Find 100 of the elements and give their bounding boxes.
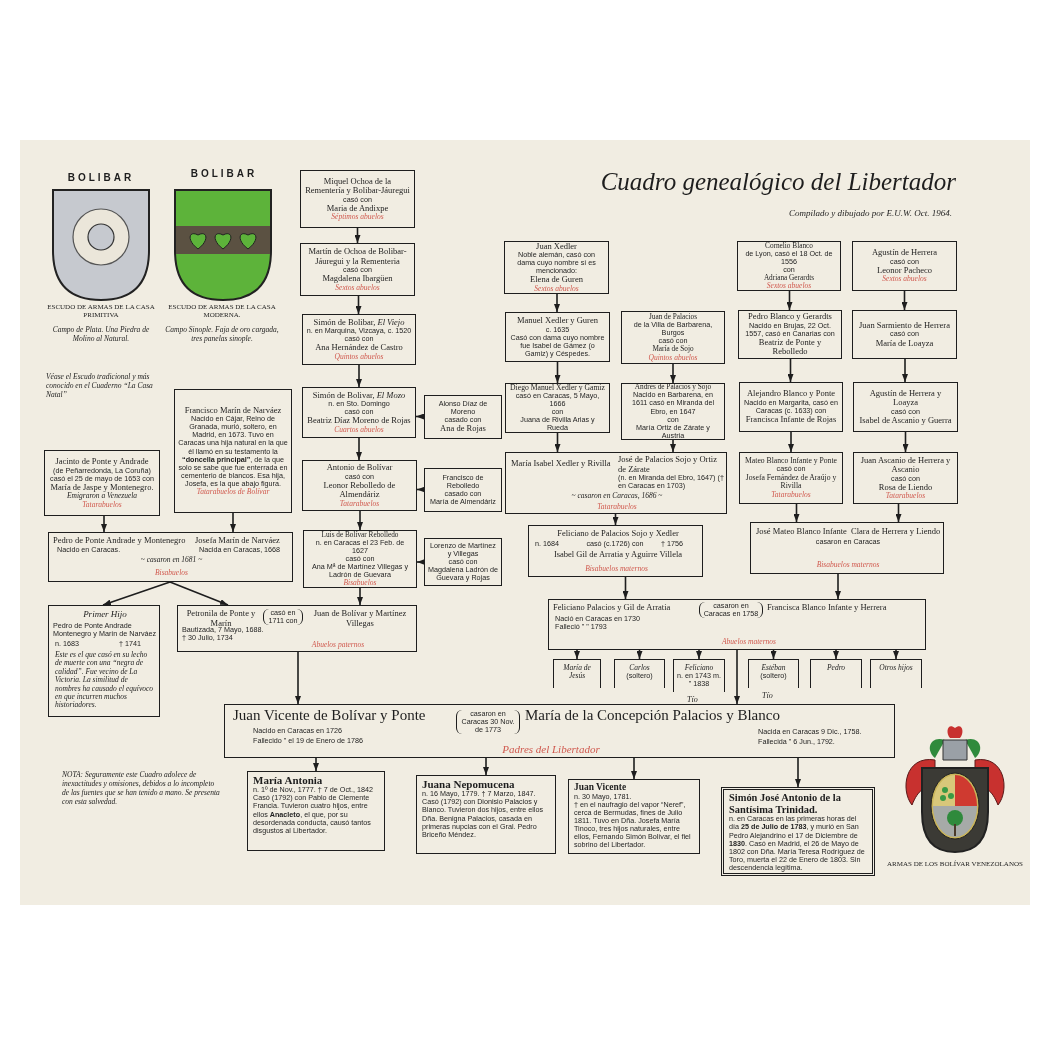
person-box — [721, 787, 875, 876]
arrow — [893, 649, 899, 660]
person-box — [852, 310, 957, 359]
caption-text: Compilado y dibujado por E.U.W. Oct. 1964. — [788, 208, 952, 218]
person-name: María de Loayza — [875, 338, 934, 349]
arrow — [670, 363, 676, 384]
person-name: Simón de Bolibar, El Viejo — [313, 317, 405, 328]
person-name: Leonor Pacheco — [877, 265, 932, 275]
arrow — [554, 361, 561, 384]
arrow — [295, 651, 301, 705]
arrow — [902, 431, 909, 453]
arrow — [793, 503, 800, 523]
person-name: Simón José Antonio de la Santísima Trinidad. — [729, 792, 842, 816]
arrow — [483, 757, 489, 776]
person-box — [739, 452, 843, 504]
arrow — [356, 364, 362, 388]
person-name: Beatriz de Ponte y Rebolledo — [758, 337, 823, 357]
arrow — [101, 515, 107, 533]
person-name: José Mateo Blanco Infante — [756, 527, 848, 537]
person-name: Miquel Ochoa de la Rementería y Bolibar-Jáuregui — [304, 176, 411, 196]
child-box — [673, 659, 725, 692]
person-name: Feliciano de Palacios Sojo y Xedler — [556, 529, 680, 539]
person-name: Antonio de Bolívar — [326, 463, 393, 473]
note-title: Primer Hijo — [82, 609, 128, 620]
arrow — [835, 573, 841, 600]
arrow — [786, 290, 793, 311]
arrow — [102, 581, 171, 606]
person-box — [424, 468, 502, 512]
person-name: Elena de Guren — [530, 275, 583, 285]
arrow — [612, 513, 619, 526]
arrow — [770, 649, 777, 660]
arrow — [895, 503, 902, 523]
person-box — [247, 771, 385, 851]
person-box — [548, 599, 926, 650]
arrow — [670, 439, 676, 453]
arrow — [355, 295, 362, 315]
person-box — [738, 310, 842, 359]
person-name: Pedro Blanco y Gerardts — [748, 312, 832, 322]
person-name: Manuel Xedler y Guren — [517, 316, 598, 326]
arrow — [631, 757, 637, 780]
person-box — [224, 704, 895, 758]
relation-label: Tío — [687, 695, 698, 705]
person-box — [302, 314, 416, 365]
person-name: Juan Vicente de Bolívar y Ponte — [233, 707, 427, 724]
person-box — [739, 382, 843, 432]
arrow — [357, 510, 363, 531]
arrow — [788, 431, 794, 453]
arrow — [356, 437, 362, 461]
arrow — [169, 581, 229, 606]
person-name: María de Jaspe y Montenegro. — [50, 482, 154, 493]
person-name: Juan Xedler — [536, 242, 577, 252]
person-box — [177, 605, 417, 652]
person-box — [300, 243, 415, 296]
person-box — [750, 522, 944, 574]
person-name: Rosa de Liendo — [878, 482, 933, 492]
child-box — [614, 659, 665, 688]
person-box — [48, 605, 160, 717]
person-name: Leonor Rebolledo de Almendáriz — [322, 480, 397, 500]
person-name: Jacinto de Ponte y Andrade — [55, 457, 149, 467]
arrow — [554, 293, 560, 313]
person-name: Feliciano Palacios y Gil de Arratia — [553, 603, 672, 613]
person-name: Martín de Ochoa de Bolibar-Jáuregui y la Rementeria — [307, 247, 408, 266]
arrow — [574, 649, 580, 660]
arrow — [354, 227, 361, 244]
arrow — [357, 587, 363, 606]
person-name: Maria de Andixpe — [326, 203, 389, 214]
arrow — [901, 290, 908, 311]
child-box — [870, 659, 922, 688]
person-box — [504, 241, 609, 294]
person-box — [853, 452, 958, 504]
person-box — [424, 538, 502, 586]
person-box — [852, 241, 957, 291]
person-name: Ana Hernández de Castro — [315, 343, 403, 353]
person-box — [528, 525, 703, 577]
person-name: Pedro de Ponte Andrade y Montenegro — [53, 536, 187, 546]
arrow — [734, 649, 740, 705]
person-name: Josefa Marín de Narváez — [195, 536, 281, 546]
person-box — [505, 383, 610, 433]
person-box — [424, 395, 502, 439]
person-name: Ana de Rojas — [440, 424, 486, 434]
arrow — [902, 358, 908, 383]
person-box — [302, 460, 417, 511]
person-name: Juan Vicente — [574, 782, 627, 793]
person-name: Juana Nepomucena — [422, 778, 515, 791]
person-name: Agustín de Herrera y Loayza — [868, 388, 943, 408]
person-name: María Antonia — [253, 774, 323, 786]
child-box — [810, 659, 862, 688]
person-name: Agustín de Herrera — [871, 248, 938, 258]
person-box — [416, 775, 556, 854]
person-box — [737, 241, 841, 291]
person-name: Alejandro Blanco y Ponte — [746, 389, 836, 399]
arrow — [622, 576, 629, 600]
person-name: Clara de Herrera y Liendo — [851, 527, 942, 537]
relation-label: Tío — [762, 691, 773, 701]
person-name: María Isabel Xedler y Rivilla — [511, 459, 612, 469]
child-box — [748, 659, 799, 688]
person-box — [174, 389, 292, 513]
person-box — [44, 450, 160, 516]
arrow — [787, 358, 794, 383]
arrow — [696, 649, 702, 660]
